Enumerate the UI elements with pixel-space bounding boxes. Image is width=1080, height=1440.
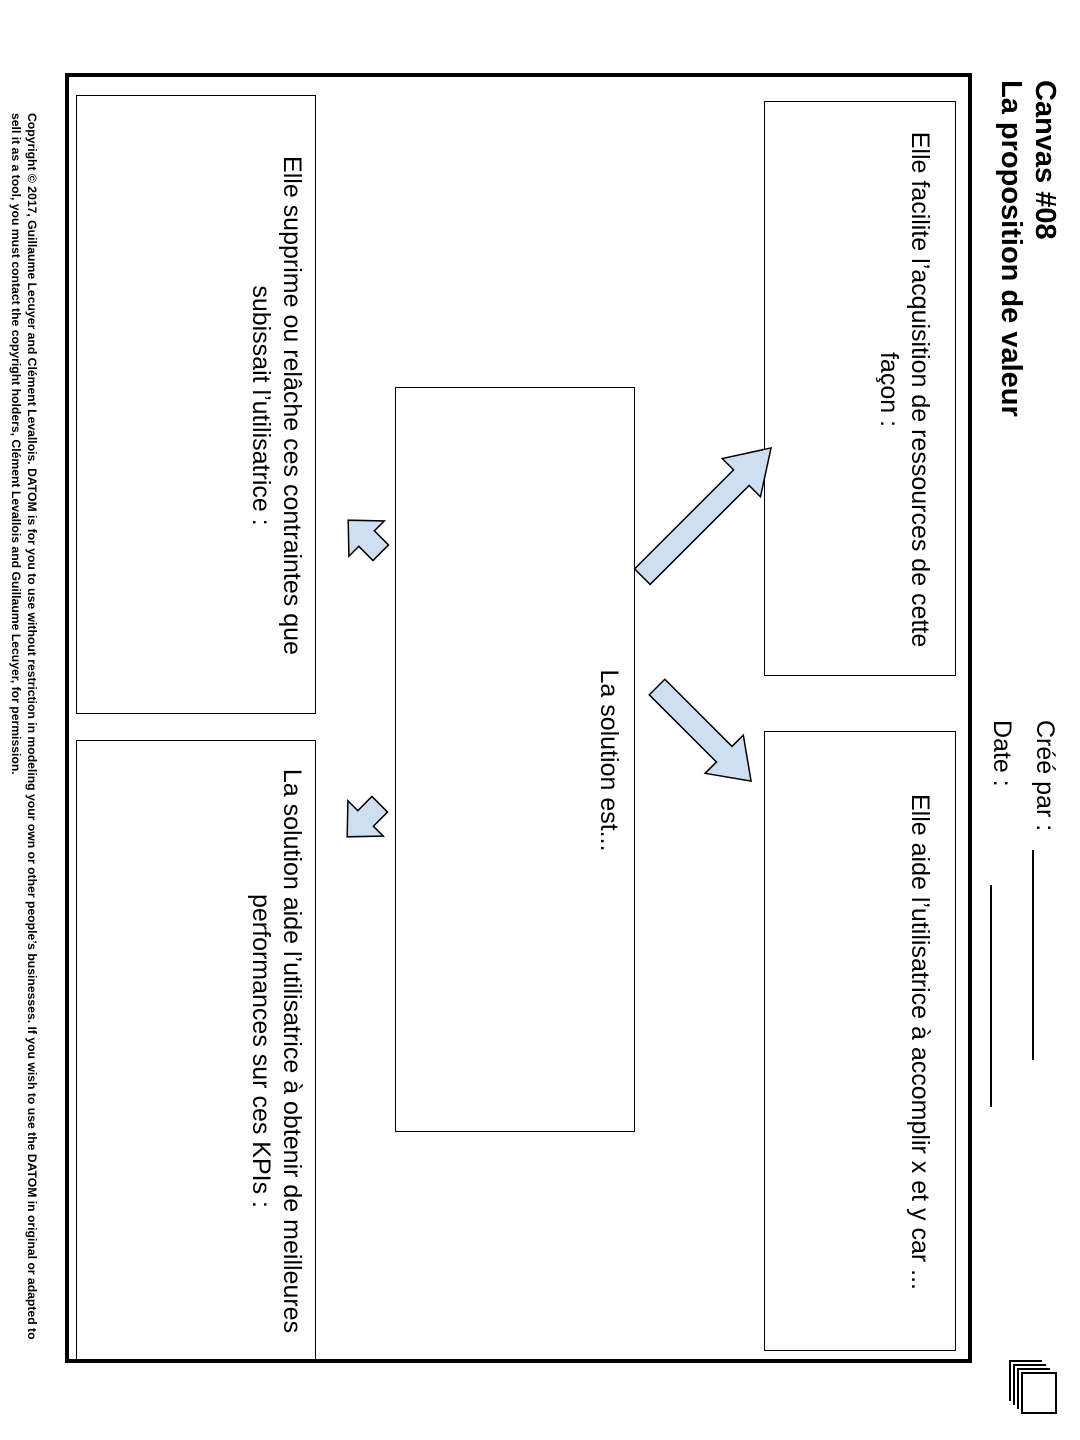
stacked-pages-icon (1009, 1360, 1057, 1414)
box-solution[interactable]: La solution est... (395, 387, 635, 1132)
page-title: La proposition de valeur (995, 80, 1027, 417)
box-accomplish[interactable]: Elle aide l’utilisatrice à accomplir x e… (764, 731, 956, 1351)
date-label: Date : (988, 720, 1016, 787)
box-constraints-text: Elle supprime ou relâche ces contraintes… (247, 156, 306, 655)
copyright-notice: Copyright © 2017, Guillaume Lecuyer and … (9, 113, 39, 1340)
box-performance-text: La solution aide l’utilisatrice à obteni… (247, 768, 306, 1334)
box-constraints[interactable]: Elle supprime ou relâche ces contraintes… (76, 95, 316, 714)
created-by-line (1032, 850, 1034, 1060)
canvas-number: Canvas #08 (1029, 80, 1061, 240)
box-resources-text: Elle facilite l’acquisition de ressource… (875, 131, 934, 648)
box-accomplish-text: Elle aide l’utilisatrice à accomplir x e… (906, 793, 934, 1290)
box-resources[interactable]: Elle facilite l’acquisition de ressource… (764, 101, 956, 676)
date-line (990, 885, 992, 1107)
created-by-label: Créé par : (1031, 720, 1059, 832)
box-performance[interactable]: La solution aide l’utilisatrice à obteni… (76, 740, 316, 1360)
box-solution-text: La solution est... (595, 669, 623, 852)
